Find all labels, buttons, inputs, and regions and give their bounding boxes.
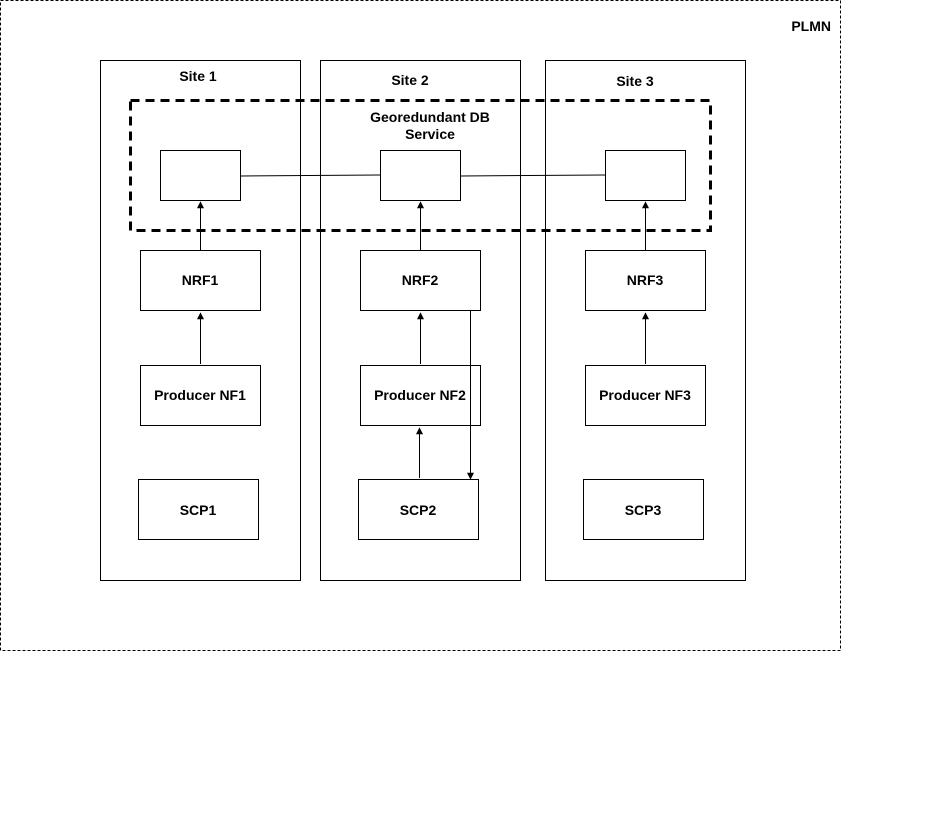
nrf1-node: NRF1 bbox=[140, 250, 261, 311]
georedundant-db-service: Georedundant DB Service bbox=[129, 99, 712, 232]
plmn-boundary: PLMN bbox=[0, 0, 841, 651]
site-3-frame bbox=[545, 60, 746, 581]
plmn-label: PLMN bbox=[791, 18, 831, 34]
nrf3-label: NRF3 bbox=[627, 272, 664, 288]
nrf2-node: NRF2 bbox=[360, 250, 481, 311]
scp3-node: SCP3 bbox=[583, 479, 704, 540]
nrf3-node: NRF3 bbox=[585, 250, 706, 311]
db-node-2 bbox=[380, 150, 461, 201]
db-link-2-3 bbox=[460, 174, 606, 177]
producer-nf3-box bbox=[585, 365, 706, 426]
db-node-1 bbox=[160, 150, 241, 201]
scp3-label: SCP3 bbox=[625, 502, 662, 518]
scp1-box bbox=[138, 479, 259, 540]
nrf1-box bbox=[140, 250, 261, 311]
producer-nf3-node: Producer NF3 bbox=[585, 365, 706, 426]
producer-nf3-label: Producer NF3 bbox=[599, 387, 691, 403]
nrf2-label: NRF2 bbox=[402, 272, 439, 288]
scp1-node: SCP1 bbox=[138, 479, 259, 540]
site-2: Site 2 bbox=[320, 60, 521, 581]
plmn-frame bbox=[0, 0, 841, 651]
scp3-box bbox=[583, 479, 704, 540]
nrf3-box bbox=[585, 250, 706, 311]
scp1-label: SCP1 bbox=[180, 502, 217, 518]
scp2-node: SCP2 bbox=[358, 479, 479, 540]
nrf2-box bbox=[360, 250, 481, 311]
site-3-title: Site 3 bbox=[616, 73, 654, 89]
site-1: Site 1 bbox=[100, 60, 301, 581]
db-service-boundary bbox=[129, 99, 712, 232]
producer-nf2-node: Producer NF2 bbox=[360, 365, 481, 426]
producer-nf2-label: Producer NF2 bbox=[374, 387, 466, 403]
producer-nf1-node: Producer NF1 bbox=[140, 365, 261, 426]
db-link-1-2 bbox=[240, 174, 381, 177]
nrf1-label: NRF1 bbox=[182, 272, 219, 288]
site-3: Site 3 bbox=[545, 60, 746, 581]
producer-nf1-box bbox=[140, 365, 261, 426]
site-2-frame bbox=[320, 60, 521, 581]
site-1-title: Site 1 bbox=[179, 68, 217, 84]
db-service-label-line2: Service bbox=[405, 126, 455, 142]
db-service-label-line1: Georedundant DB bbox=[370, 109, 490, 125]
producer-nf2-box bbox=[360, 365, 481, 426]
producer-nf1-label: Producer NF1 bbox=[154, 387, 246, 403]
site-2-title: Site 2 bbox=[391, 72, 429, 88]
site-1-frame bbox=[100, 60, 301, 581]
scp2-label: SCP2 bbox=[400, 502, 437, 518]
db-node-3 bbox=[605, 150, 686, 201]
scp2-box bbox=[358, 479, 479, 540]
